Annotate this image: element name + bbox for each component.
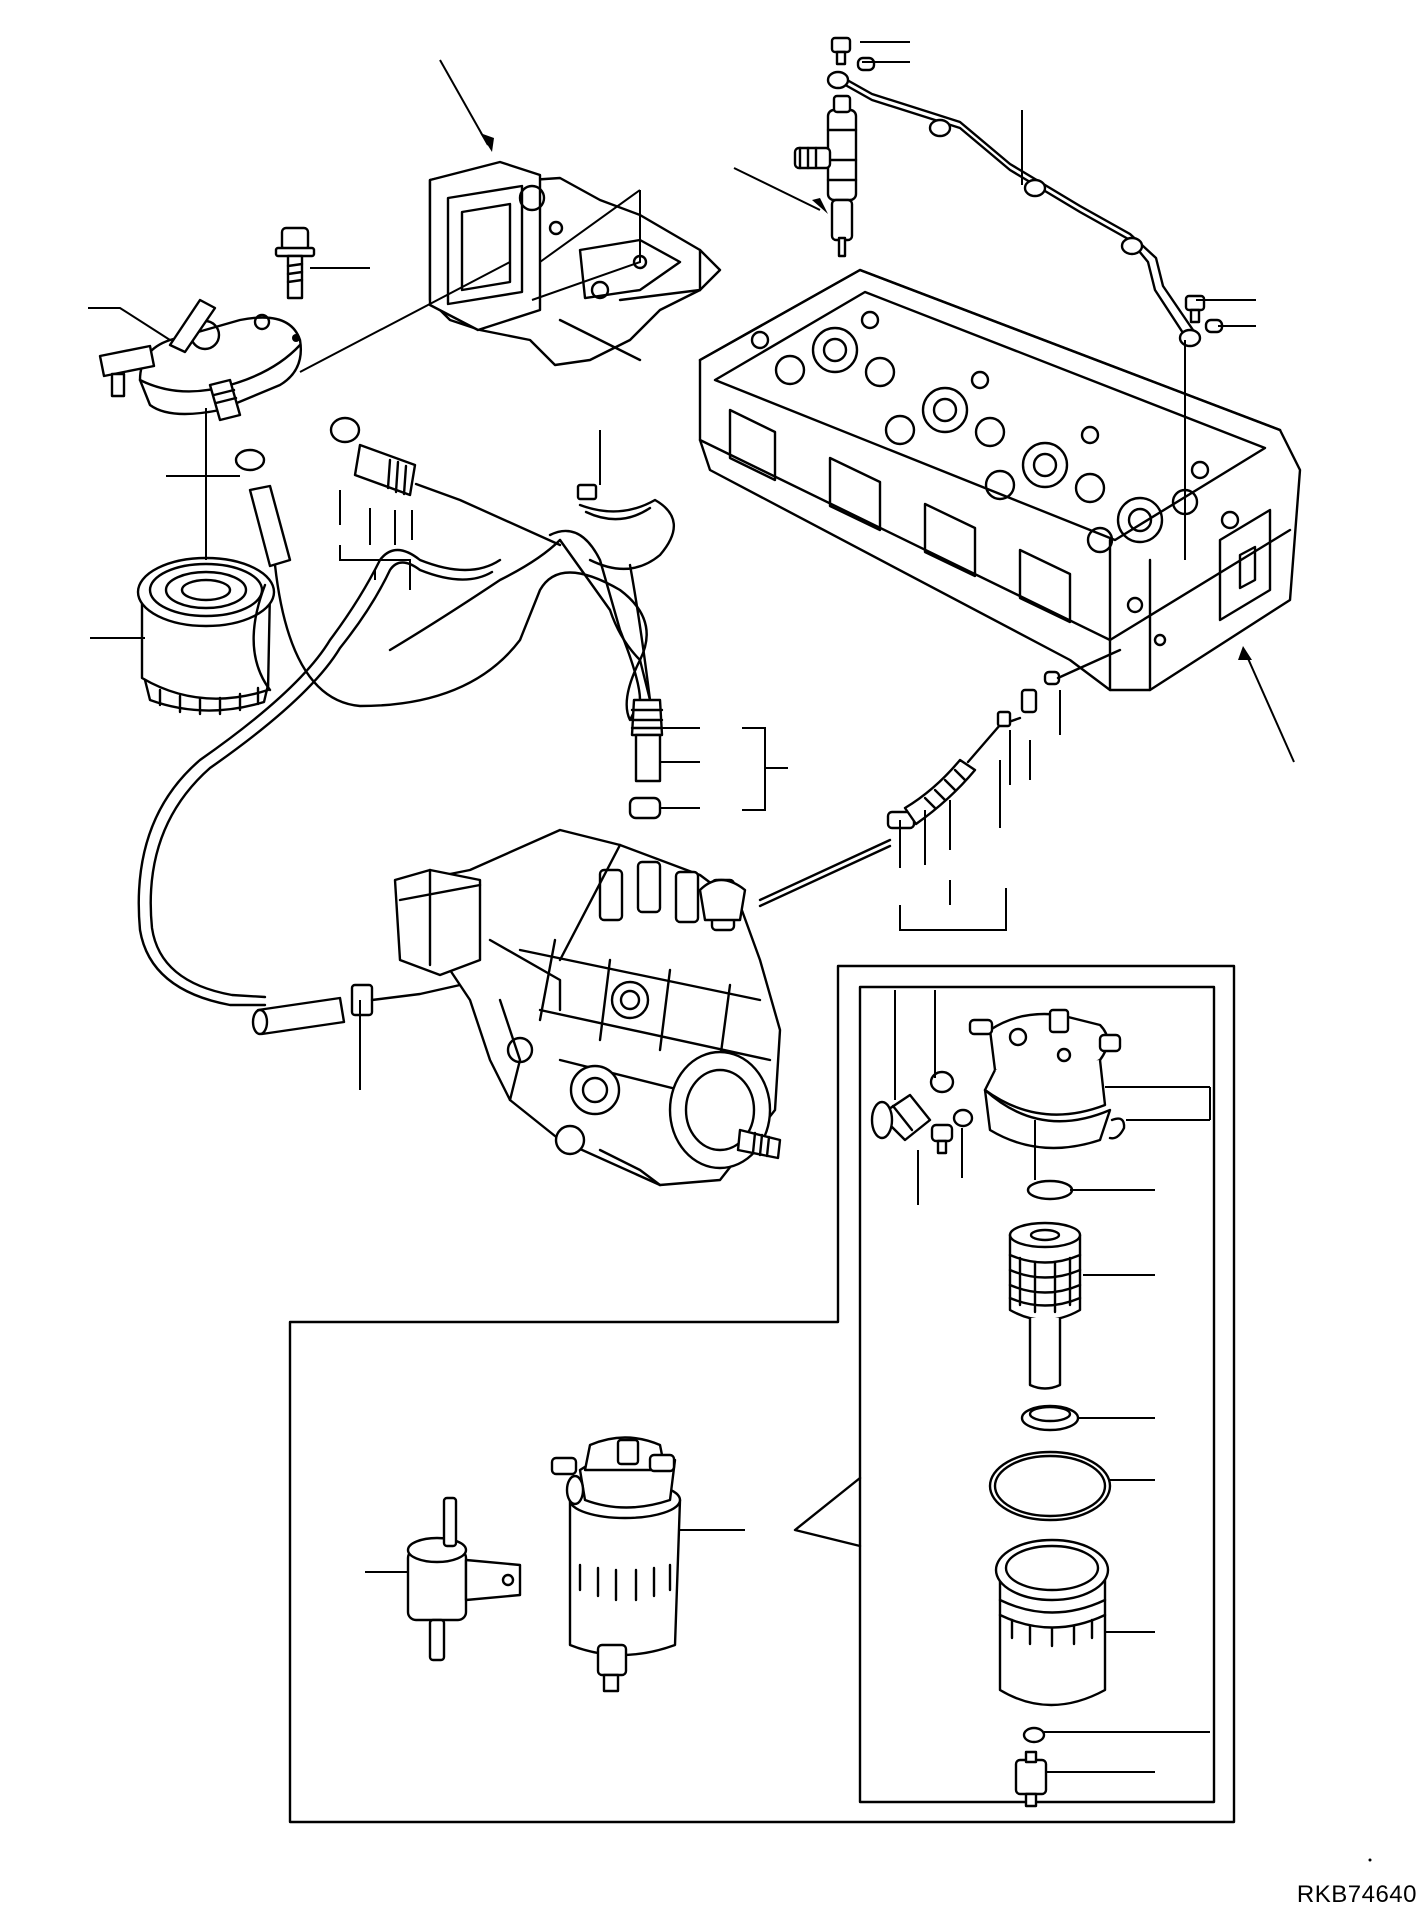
intake-manifold xyxy=(430,162,720,365)
fuel-filter-head xyxy=(100,300,301,420)
delivery-valves xyxy=(600,862,745,930)
fuel-injection-pump xyxy=(395,830,780,1185)
filter-bolt xyxy=(276,228,314,298)
pump-inlet-fittings xyxy=(630,700,662,818)
retaining-clip xyxy=(1110,1119,1124,1139)
leader-lines xyxy=(88,42,1294,1090)
drain-plug xyxy=(932,1110,972,1153)
valve-ports xyxy=(752,312,1238,552)
cylinder-head xyxy=(700,270,1300,690)
o-ring-seal xyxy=(1028,1181,1072,1199)
inset-frame-outer xyxy=(290,966,1234,1822)
water-separator xyxy=(552,1438,680,1692)
o-ring-large xyxy=(990,1452,1110,1520)
drawing-code: RKB74640 xyxy=(1296,1881,1417,1908)
o-ring-small-2 xyxy=(1024,1728,1044,1742)
hose-and-clamps-left xyxy=(236,418,560,566)
leak-off-pipe xyxy=(828,72,1200,346)
element-spring xyxy=(1022,1406,1078,1430)
air-vent-screw xyxy=(872,1095,930,1140)
inset-leader-lines xyxy=(365,990,1210,1772)
fuel-feed-pump xyxy=(408,1498,520,1660)
banjo-bolts-top xyxy=(832,38,1222,332)
filter-bowl xyxy=(996,1540,1108,1705)
fuel-hose-bottom xyxy=(253,985,460,1034)
separator-head xyxy=(970,1010,1120,1148)
hose-clamp-band xyxy=(578,485,674,569)
overflow-valve-pipe xyxy=(760,650,1120,906)
o-ring-small-1 xyxy=(931,1072,953,1092)
fuel-feed-pipe-loop xyxy=(139,540,650,1005)
inset-pointer xyxy=(795,1478,860,1546)
fuel-filter-cartridge xyxy=(138,558,274,714)
injection-nozzle xyxy=(795,96,856,256)
drive-flange xyxy=(670,1052,780,1168)
water-sensor xyxy=(1016,1752,1046,1806)
filter-element xyxy=(1010,1223,1080,1389)
